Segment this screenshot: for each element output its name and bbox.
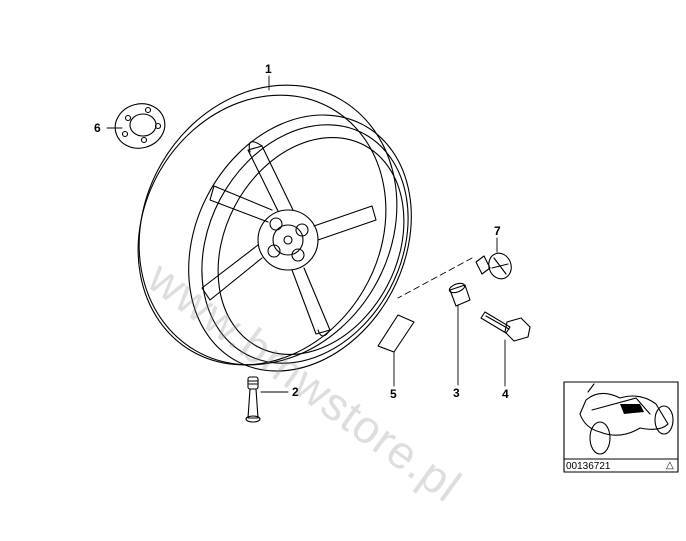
callout-3: 3 <box>453 386 460 400</box>
cap <box>448 282 471 307</box>
sensor-ring <box>114 103 166 149</box>
thumbnail-box <box>563 381 679 473</box>
callout-1: 1 <box>265 62 272 76</box>
triangle-icon: △ <box>666 460 674 471</box>
callout-7: 7 <box>494 224 501 238</box>
callout-6: 6 <box>94 121 101 135</box>
callout-5: 5 <box>390 387 397 401</box>
part-number: 00136721 <box>566 461 611 472</box>
wheel-rim <box>137 84 412 372</box>
emblem-badge <box>475 252 512 280</box>
callout-4: 4 <box>502 387 509 401</box>
balance-weight <box>377 314 415 353</box>
valve <box>245 376 261 423</box>
leader-lines <box>106 75 506 393</box>
diagram-drawing <box>106 75 679 473</box>
bolt <box>480 311 531 342</box>
parts-diagram: 1 6 2 5 3 4 7 www.bmwstore.pl 00136721 △ <box>94 62 679 512</box>
callout-2: 2 <box>292 385 299 399</box>
